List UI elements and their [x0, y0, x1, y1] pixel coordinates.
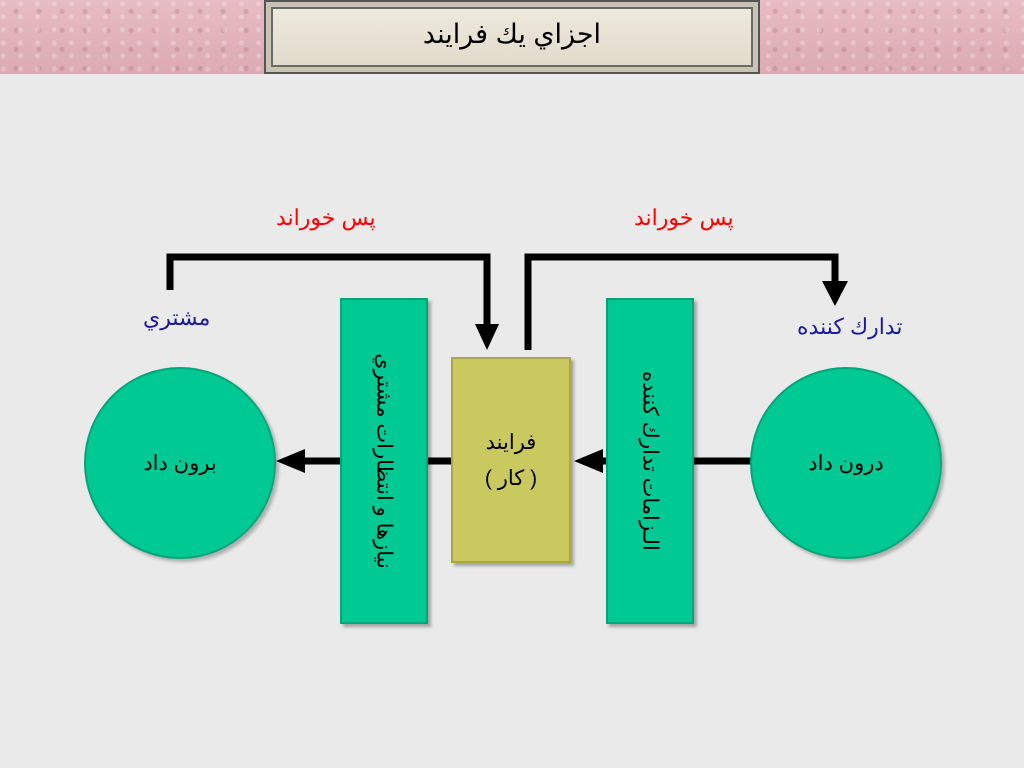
slide-title: اجزاي يك فرايند: [422, 18, 602, 49]
flow-arrow-output: [276, 449, 305, 473]
output-circle: برون داد: [84, 367, 276, 559]
process-box: فرايند ( كار ): [451, 357, 571, 563]
feedback-line-right: [524, 253, 839, 350]
supplier-label: تدارك كننده: [797, 314, 903, 339]
supplier-requirements-bar: الـزامات تدارك كننده: [606, 298, 694, 624]
customer-label: مشتري: [143, 305, 211, 330]
feedback-arrow-left: [475, 324, 499, 350]
customer-needs-label: نيازها و انتظارات مشتري: [372, 353, 396, 569]
feedback-line-left: [166, 253, 491, 326]
customer-needs-bar: نيازها و انتظارات مشتري: [340, 298, 428, 624]
feedback-label-left: پس خوراند: [276, 205, 376, 230]
input-circle: درون داد: [750, 367, 942, 559]
process-title: فرايند: [485, 431, 537, 454]
supplier-requirements-label: الـزامات تدارك كننده: [638, 371, 662, 551]
flow-arrow-input: [574, 449, 603, 473]
feedback-arrow-right: [822, 281, 848, 306]
input-circle-label: درون داد: [808, 451, 884, 475]
title-box: اجزاي يك فرايند: [264, 0, 760, 74]
output-circle-label: برون داد: [143, 451, 217, 475]
process-subtitle: ( كار ): [484, 467, 538, 490]
feedback-label-right: پس خوراند: [634, 205, 734, 230]
